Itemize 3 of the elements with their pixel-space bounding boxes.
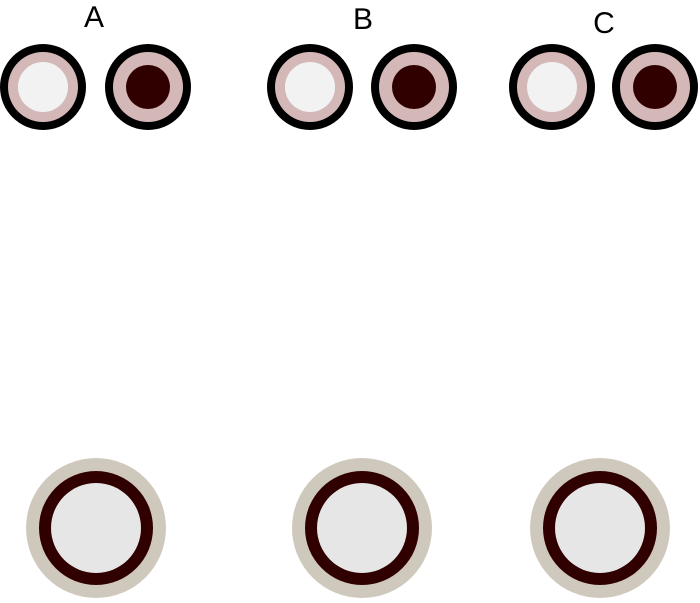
column-label: C (593, 8, 615, 40)
column-label: A (84, 2, 104, 34)
column-label: B (353, 4, 373, 36)
